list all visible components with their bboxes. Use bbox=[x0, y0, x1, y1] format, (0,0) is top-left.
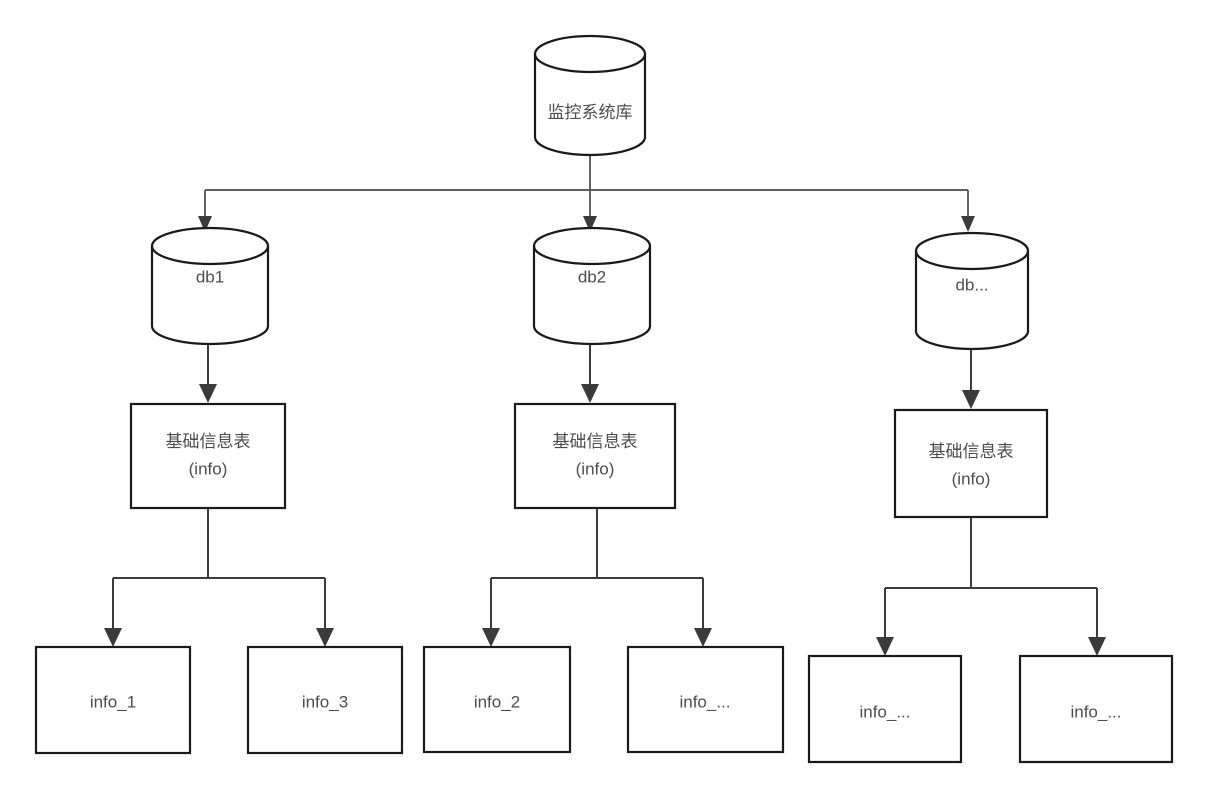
node-leaf-4-label: info_... bbox=[679, 692, 730, 711]
node-leaf-6[interactable]: info_... bbox=[1018, 654, 1174, 764]
node-leaf-5[interactable]: info_... bbox=[807, 654, 963, 764]
node-db1-label: db1 bbox=[196, 267, 224, 286]
node-leaf-1-label: info_1 bbox=[90, 692, 136, 711]
node-db2[interactable]: db2 bbox=[532, 226, 652, 346]
node-leaf-2[interactable]: info_3 bbox=[246, 645, 404, 755]
node-info-table-1-line1: 基础信息表 bbox=[166, 432, 251, 452]
node-leaf-4[interactable]: info_... bbox=[626, 645, 785, 754]
edge-root-to-databases bbox=[198, 155, 975, 232]
node-db1[interactable]: db1 bbox=[150, 226, 270, 346]
node-db3-label: db... bbox=[955, 275, 988, 294]
edge-db2-to-info-table-2 bbox=[581, 344, 599, 403]
edge-db3-to-info-table-3 bbox=[962, 350, 980, 409]
node-info-table-2-line2: (info) bbox=[576, 459, 615, 478]
node-info-table-3-line1: 基础信息表 bbox=[929, 442, 1014, 462]
node-leaf-6-label: info_... bbox=[1070, 702, 1121, 721]
node-info-table-2[interactable]: 基础信息表 (info) bbox=[513, 402, 677, 510]
arrow-head-db1 bbox=[198, 216, 212, 232]
node-leaf-1[interactable]: info_1 bbox=[34, 645, 192, 755]
edge-info-table-3-to-leaves bbox=[876, 517, 1106, 656]
node-leaf-3[interactable]: info_2 bbox=[422, 645, 572, 754]
arrow-head-db2 bbox=[583, 216, 597, 232]
node-info-table-2-line1: 基础信息表 bbox=[553, 432, 638, 452]
node-info-table-3-line2: (info) bbox=[952, 469, 991, 488]
node-leaf-5-label: info_... bbox=[859, 702, 910, 721]
edge-info-table-1-to-leaves bbox=[104, 508, 334, 647]
edge-db1-to-info-table-1 bbox=[199, 344, 217, 403]
node-leaf-3-label: info_2 bbox=[474, 692, 520, 711]
node-db3[interactable]: db... bbox=[914, 231, 1030, 351]
node-info-table-3[interactable]: 基础信息表 (info) bbox=[893, 408, 1049, 519]
node-info-table-1[interactable]: 基础信息表 (info) bbox=[129, 402, 287, 510]
arrow-head-db3 bbox=[961, 216, 975, 232]
node-info-table-1-line2: (info) bbox=[189, 459, 228, 478]
node-leaf-2-label: info_3 bbox=[302, 692, 348, 711]
edge-info-table-2-to-leaves bbox=[482, 508, 712, 647]
node-db2-label: db2 bbox=[578, 267, 606, 286]
node-root-db[interactable]: 监控系统库 bbox=[533, 34, 647, 157]
node-root-db-label: 监控系统库 bbox=[548, 103, 633, 123]
